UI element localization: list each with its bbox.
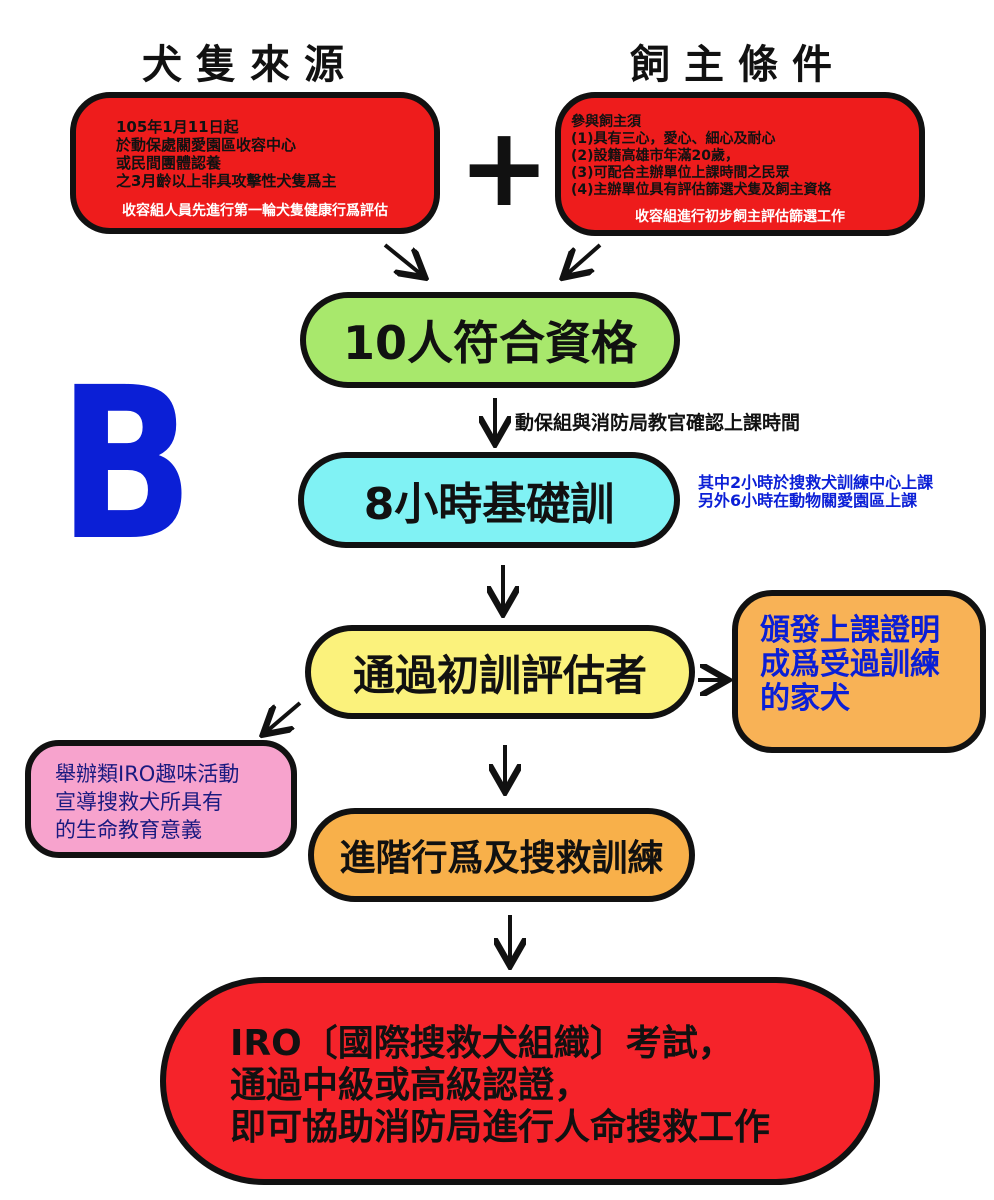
source-line: 105年1月11日起	[116, 118, 239, 136]
plus-icon: +	[458, 103, 551, 231]
activity-line: 舉辦類IRO趣味活動	[55, 762, 240, 786]
basic-note-line: 其中2小時於搜救犬訓練中心上課	[698, 473, 934, 492]
arrow-icon	[266, 701, 302, 732]
certificate-line: 的家犬	[760, 681, 850, 716]
confirm-note: 動保組與消防局教官確認上課時間	[515, 412, 801, 434]
owner-title: 飼主條件	[630, 42, 846, 88]
source-line: 之3月齡以上非具攻擊性犬隻爲主	[116, 172, 337, 190]
final-line: 即可協助消防局進行人命搜救工作	[230, 1107, 771, 1148]
final-line: 通過中級或高級認證，	[230, 1065, 591, 1106]
final-step: IRO〔國際搜救犬組織〕考試， 通過中級或高級認證， 即可協助消防局進行人命搜救…	[160, 977, 880, 1185]
activity-line: 的生命教育意義	[55, 818, 202, 842]
qualified-step: 10人符合資格	[300, 292, 680, 388]
owner-footer: 收容組進行初步飼主評估篩選工作	[635, 209, 845, 225]
final-line: IRO〔國際搜救犬組織〕考試，	[230, 1023, 734, 1064]
arrow-icon	[383, 243, 422, 275]
source-line: 於動保處關愛園區收容中心	[116, 136, 297, 154]
section-letter: B	[58, 342, 195, 587]
certificate-line: 成爲受過訓練	[760, 647, 940, 682]
owner-box: 參與飼主須 (1)具有三心，愛心、細心及耐心 (2)設籍高雄市年滿20歲， (3…	[555, 92, 925, 236]
owner-line: (4)主辦單位具有評估篩選犬隻及飼主資格	[571, 182, 832, 198]
owner-line: (3)可配合主辦單位上課時間之民眾	[571, 165, 790, 181]
advanced-step: 進階行爲及搜救訓練	[308, 808, 695, 902]
basic-training-step: 8小時基礎訓	[298, 452, 680, 548]
owner-line: (1)具有三心，愛心、細心及耐心	[571, 131, 776, 147]
arrow-icon	[566, 243, 602, 275]
pass-step: 通過初訓評估者	[305, 625, 695, 719]
activity-line: 宣導搜救犬所具有	[55, 790, 223, 814]
source-line: 或民間團體認養	[116, 154, 222, 172]
basic-note: 其中2小時於搜救犬訓練中心上課 另外6小時在動物關愛園區上課	[698, 474, 933, 510]
source-footer: 收容組人員先進行第一輪犬隻健康行爲評估	[122, 203, 388, 219]
activity-box: 舉辦類IRO趣味活動 宣導搜救犬所具有 的生命教育意義	[25, 740, 297, 858]
certificate-line: 頒發上課證明	[760, 613, 940, 648]
basic-note-line: 另外6小時在動物關愛園區上課	[698, 491, 918, 510]
source-box: 105年1月11日起 於動保處關愛園區收容中心 或民間團體認養 之3月齡以上非具…	[70, 92, 440, 234]
source-title: 犬隻來源	[142, 42, 358, 88]
owner-line: (2)設籍高雄市年滿20歲，	[571, 148, 740, 164]
owner-line: 參與飼主須	[571, 114, 641, 130]
certificate-box: 頒發上課證明 成爲受過訓練 的家犬	[732, 590, 986, 753]
